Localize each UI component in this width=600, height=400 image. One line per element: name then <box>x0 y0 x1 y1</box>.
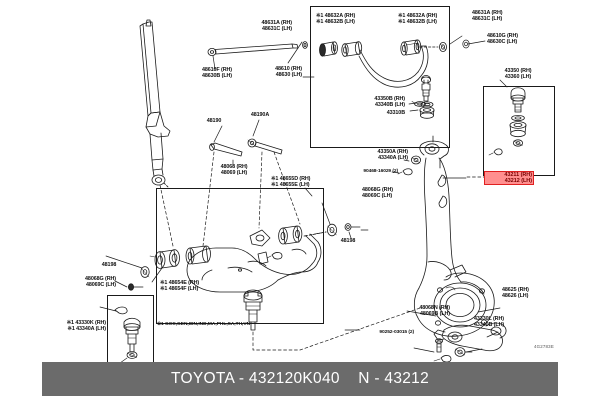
shock-absorber-illustration <box>139 19 171 188</box>
label-43211-43212-highlighted: 43211 (RH) 43212 (LH) <box>484 171 534 186</box>
upper-balljoint-kit-box <box>483 86 555 176</box>
label-43350a-43340a: 43350A (RH) 43340A (LH) <box>377 149 409 162</box>
part-title-text: TOYOTA - 432120K040 N - 43212 <box>170 370 430 387</box>
label-48655d-48655e: ※1 48655D (RH) ※1 48655E (LH) <box>271 176 311 189</box>
label-43330k-43340a: ※1 43330K (RH) ※1 43340A (LH) <box>66 320 106 333</box>
label-48654e-48654f: ※1 48654E (RH) ※1 48654F (LH) <box>160 280 200 293</box>
lower-arm-illustration <box>149 138 322 331</box>
lower-arm-group-box <box>156 188 324 324</box>
label-43310b: 43310B <box>386 110 405 116</box>
footnote-market-codes: ※1 GCC,GEN,IDN,IND,MA,PHL,SA,TH,VN <box>157 322 251 327</box>
diagram-code: 4G2783E <box>534 344 554 349</box>
label-48610g-48630c: 48610G (RH) 48630C (LH) <box>487 33 518 46</box>
label-48610-48630: 48610 (RH) 48630 (LH) <box>275 66 302 79</box>
label-43330l-43340b: 43330L (RH) 43340B (LH) <box>474 316 505 329</box>
label-48631a-48631c: 48631A (RH) 48631C (LH) <box>261 20 293 33</box>
label-48068n-48069b: 48068N (RH) 48069B (LH) <box>419 305 450 318</box>
label-48190a: 48190A <box>250 112 270 118</box>
lower-arm-nut-illustration <box>127 266 150 291</box>
label-90468-16029: 90468-16029 (2) <box>363 169 398 174</box>
label-90252-03015: 90252-03015 (2) <box>379 330 414 335</box>
label-48625-48626: 48625 (RH) 48626 (LH) <box>502 287 529 300</box>
label-48068g-48069c-left: 48068G (RH) 48069C (LH) <box>85 276 116 289</box>
upper-arm-group-box <box>310 6 450 148</box>
label-48198-a: 48198 <box>101 262 117 268</box>
upper-balljoint-kit-illustration <box>488 87 527 156</box>
label-48190: 48190 <box>206 118 222 124</box>
label-43350b-43340b: 43350B (RH) 43340B (LH) <box>374 96 405 109</box>
steering-arm-illustration <box>433 322 507 363</box>
label-48632a-48632b-right: ※1 48632A (RH) ※1 48632B (LH) <box>398 13 438 26</box>
lower-balljoint-kit-illustration <box>114 306 141 364</box>
knuckle-dustcover-illustration <box>397 155 421 176</box>
part-title-banner: TOYOTA - 432120K040 N - 43212 <box>42 362 558 396</box>
label-48198-b: 48198 <box>340 238 356 244</box>
label-48631a-48631c-right: 48631A (RH) 48631C (LH) <box>472 10 503 23</box>
label-48068g-48069c-right: 48068G (RH) 48069C (LH) <box>362 187 393 200</box>
label-48068-48069: 48068 (RH) 48069 (LH) <box>220 164 248 177</box>
upper-arm-illustration <box>207 39 447 119</box>
label-48610f-48630b: 48610F (RH) 48630B (LH) <box>201 67 232 80</box>
label-43350-43360: 43350 (RH) 43360 (LH) <box>504 68 532 81</box>
label-48632a-48632b-left: ※1 48632A (RH) ※1 48632B (LH) <box>316 13 356 26</box>
steering-knuckle-illustration <box>413 135 495 337</box>
